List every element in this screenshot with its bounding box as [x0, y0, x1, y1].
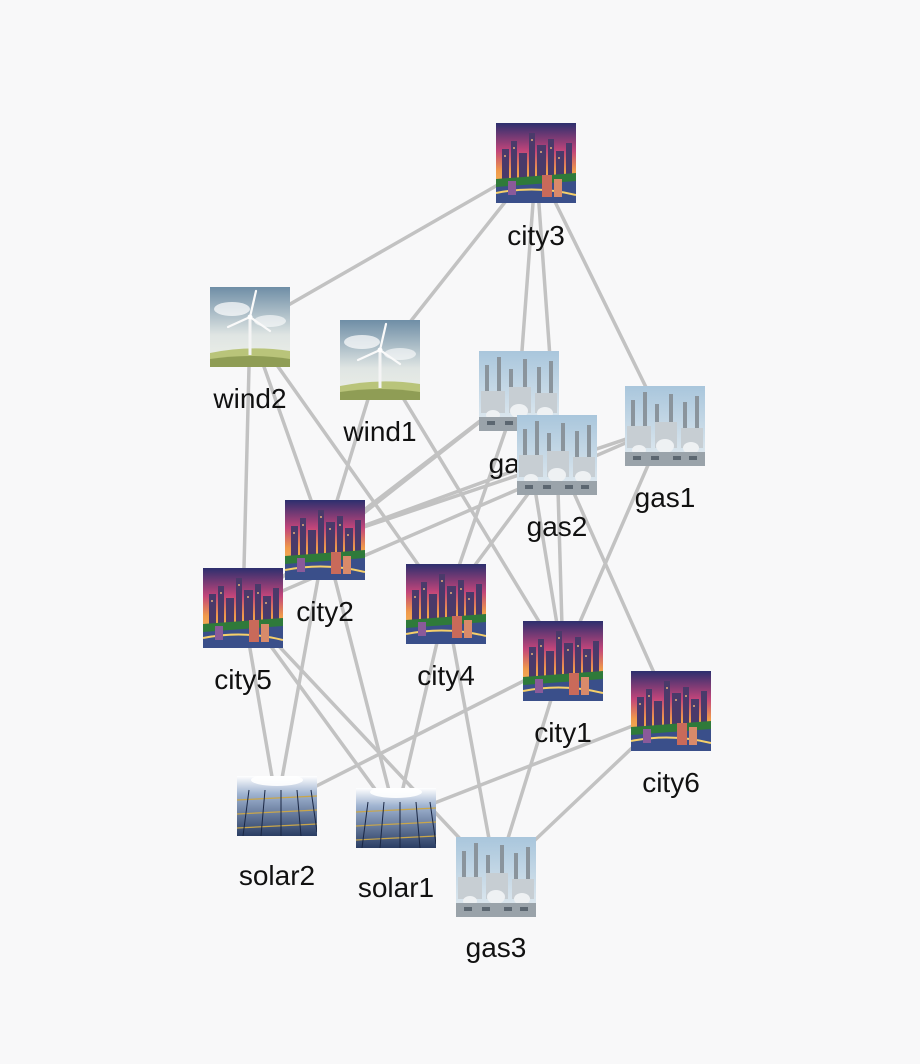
node-label: gas1: [635, 482, 696, 513]
edge-wind2-city5: [241, 325, 252, 610]
wind-icon: [210, 287, 290, 367]
edge-city4-gas3: [444, 602, 498, 879]
city-icon: [523, 621, 603, 701]
node-label: city1: [534, 717, 592, 748]
edge-city2-solar2: [275, 538, 327, 808]
node-wind1[interactable]: wind1: [340, 320, 420, 447]
wind-icon: [340, 320, 420, 400]
edge-city2-solar1: [323, 538, 398, 820]
node-label: solar2: [239, 860, 315, 891]
node-city2[interactable]: city2: [285, 500, 365, 627]
node-wind2[interactable]: wind2: [210, 287, 290, 414]
edge-city3-wind2: [248, 161, 538, 329]
node-label: gas2: [527, 511, 588, 542]
node-label: wind1: [342, 416, 416, 447]
node-city3[interactable]: city3: [496, 123, 576, 251]
node-solar2[interactable]: solar2: [237, 774, 317, 891]
node-label: gas3: [466, 932, 527, 963]
edge-city6-solar1: [394, 709, 673, 820]
node-gas3[interactable]: gas3: [456, 837, 536, 963]
gas-icon: [517, 415, 597, 495]
city-icon: [496, 123, 576, 203]
node-label: city2: [296, 596, 354, 627]
node-gas1[interactable]: gas1: [625, 386, 705, 513]
edge-gas2-city6: [555, 453, 673, 713]
node-city6[interactable]: city6: [631, 671, 711, 798]
node-layer: city3wind2wind1gas4gas2gas1city2city5cit…: [203, 123, 711, 963]
node-label: city6: [642, 767, 700, 798]
edge-city1-solar2: [275, 659, 565, 808]
node-label: wind2: [212, 383, 286, 414]
solar-icon: [356, 788, 436, 848]
edge-city3-gas1: [534, 161, 667, 428]
node-gas2[interactable]: gas2: [517, 415, 597, 542]
city-icon: [285, 500, 365, 580]
node-city4[interactable]: city4: [406, 564, 486, 691]
node-label: city4: [417, 660, 475, 691]
node-city5[interactable]: city5: [203, 568, 283, 695]
edge-gas1-city2: [323, 424, 667, 542]
gas-icon: [625, 386, 705, 466]
edge-city5-gas3: [241, 606, 498, 879]
city-icon: [406, 564, 486, 644]
node-label: city5: [214, 664, 272, 695]
node-label: city3: [507, 220, 565, 251]
city-icon: [631, 671, 711, 751]
city-icon: [203, 568, 283, 648]
node-solar1[interactable]: solar1: [356, 786, 436, 903]
node-city1[interactable]: city1: [523, 621, 603, 748]
node-label: solar1: [358, 872, 434, 903]
gas-icon: [456, 837, 536, 917]
solar-icon: [237, 776, 317, 836]
